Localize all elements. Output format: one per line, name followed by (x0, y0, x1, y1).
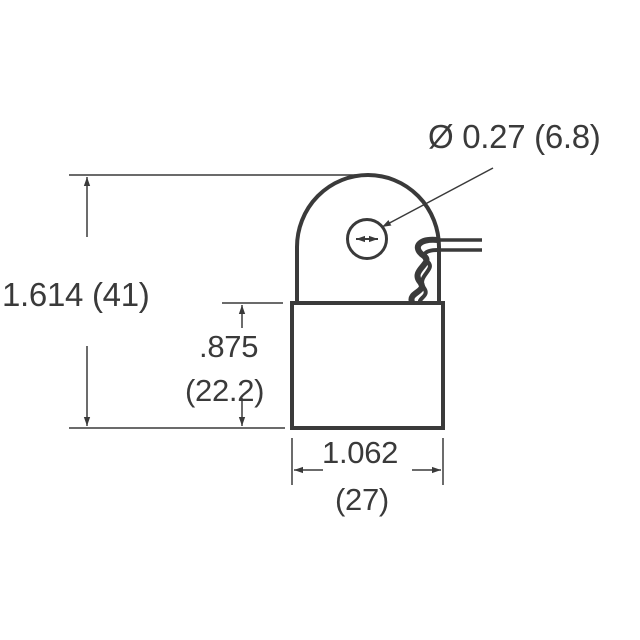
hole-leader-arrow (381, 167, 494, 228)
lead-wires (408, 236, 482, 304)
body-width-inches-label: 1.062 (322, 435, 399, 470)
overall-height-label: 1.614 (41) (2, 276, 150, 313)
body-height-mm-label: (22.2) (185, 373, 265, 408)
body-width-mm-label: (27) (335, 482, 389, 517)
body-height-inches-label: .875 (199, 329, 259, 364)
body-height-dimension (222, 302, 283, 426)
overall-height-dimension (69, 174, 368, 429)
hole-diameter-label: Ø 0.27 (6.8) (428, 118, 601, 155)
body-width-dimension (291, 438, 444, 485)
part-body (290, 301, 445, 430)
mounting-hole (346, 218, 388, 260)
